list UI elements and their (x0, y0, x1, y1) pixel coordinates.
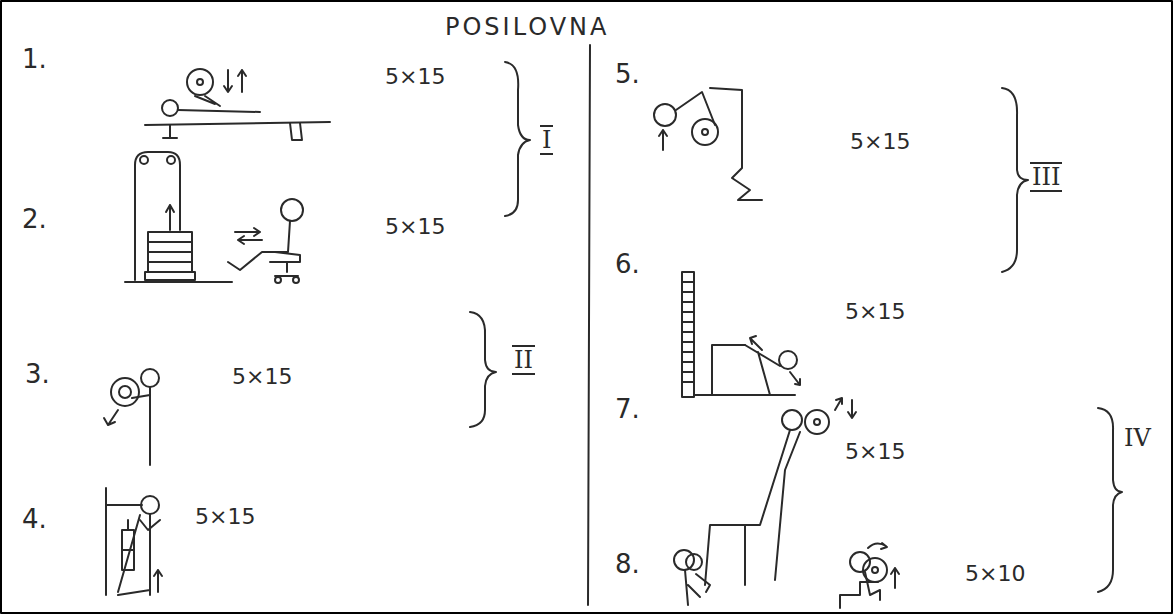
sets-reps: 5×15 (232, 365, 292, 389)
sets-reps: 5×15 (385, 65, 445, 89)
sets-reps: 5×15 (385, 215, 445, 239)
exercise-number: 5. (615, 60, 640, 89)
sets-reps: 5×15 (845, 300, 905, 324)
group-numeral: I (540, 125, 553, 155)
group-numeral: II (512, 345, 535, 375)
exercise-number: 2. (22, 205, 47, 234)
exercise-number: 4. (22, 505, 47, 534)
exercise-number: 6. (615, 250, 640, 279)
sets-reps: 5×15 (845, 440, 905, 464)
group-numeral: III (1030, 162, 1062, 192)
group-numeral: IV (1122, 425, 1153, 451)
sets-reps: 5×10 (965, 562, 1025, 586)
exercise-number: 7. (615, 395, 640, 424)
sets-reps: 5×15 (195, 505, 255, 529)
sheet-title: POSILOVNA (445, 14, 609, 40)
sets-reps: 5×15 (850, 130, 910, 154)
exercise-number: 8. (615, 550, 640, 579)
exercise-number: 3. (25, 360, 50, 389)
exercise-number: 1. (22, 45, 47, 74)
